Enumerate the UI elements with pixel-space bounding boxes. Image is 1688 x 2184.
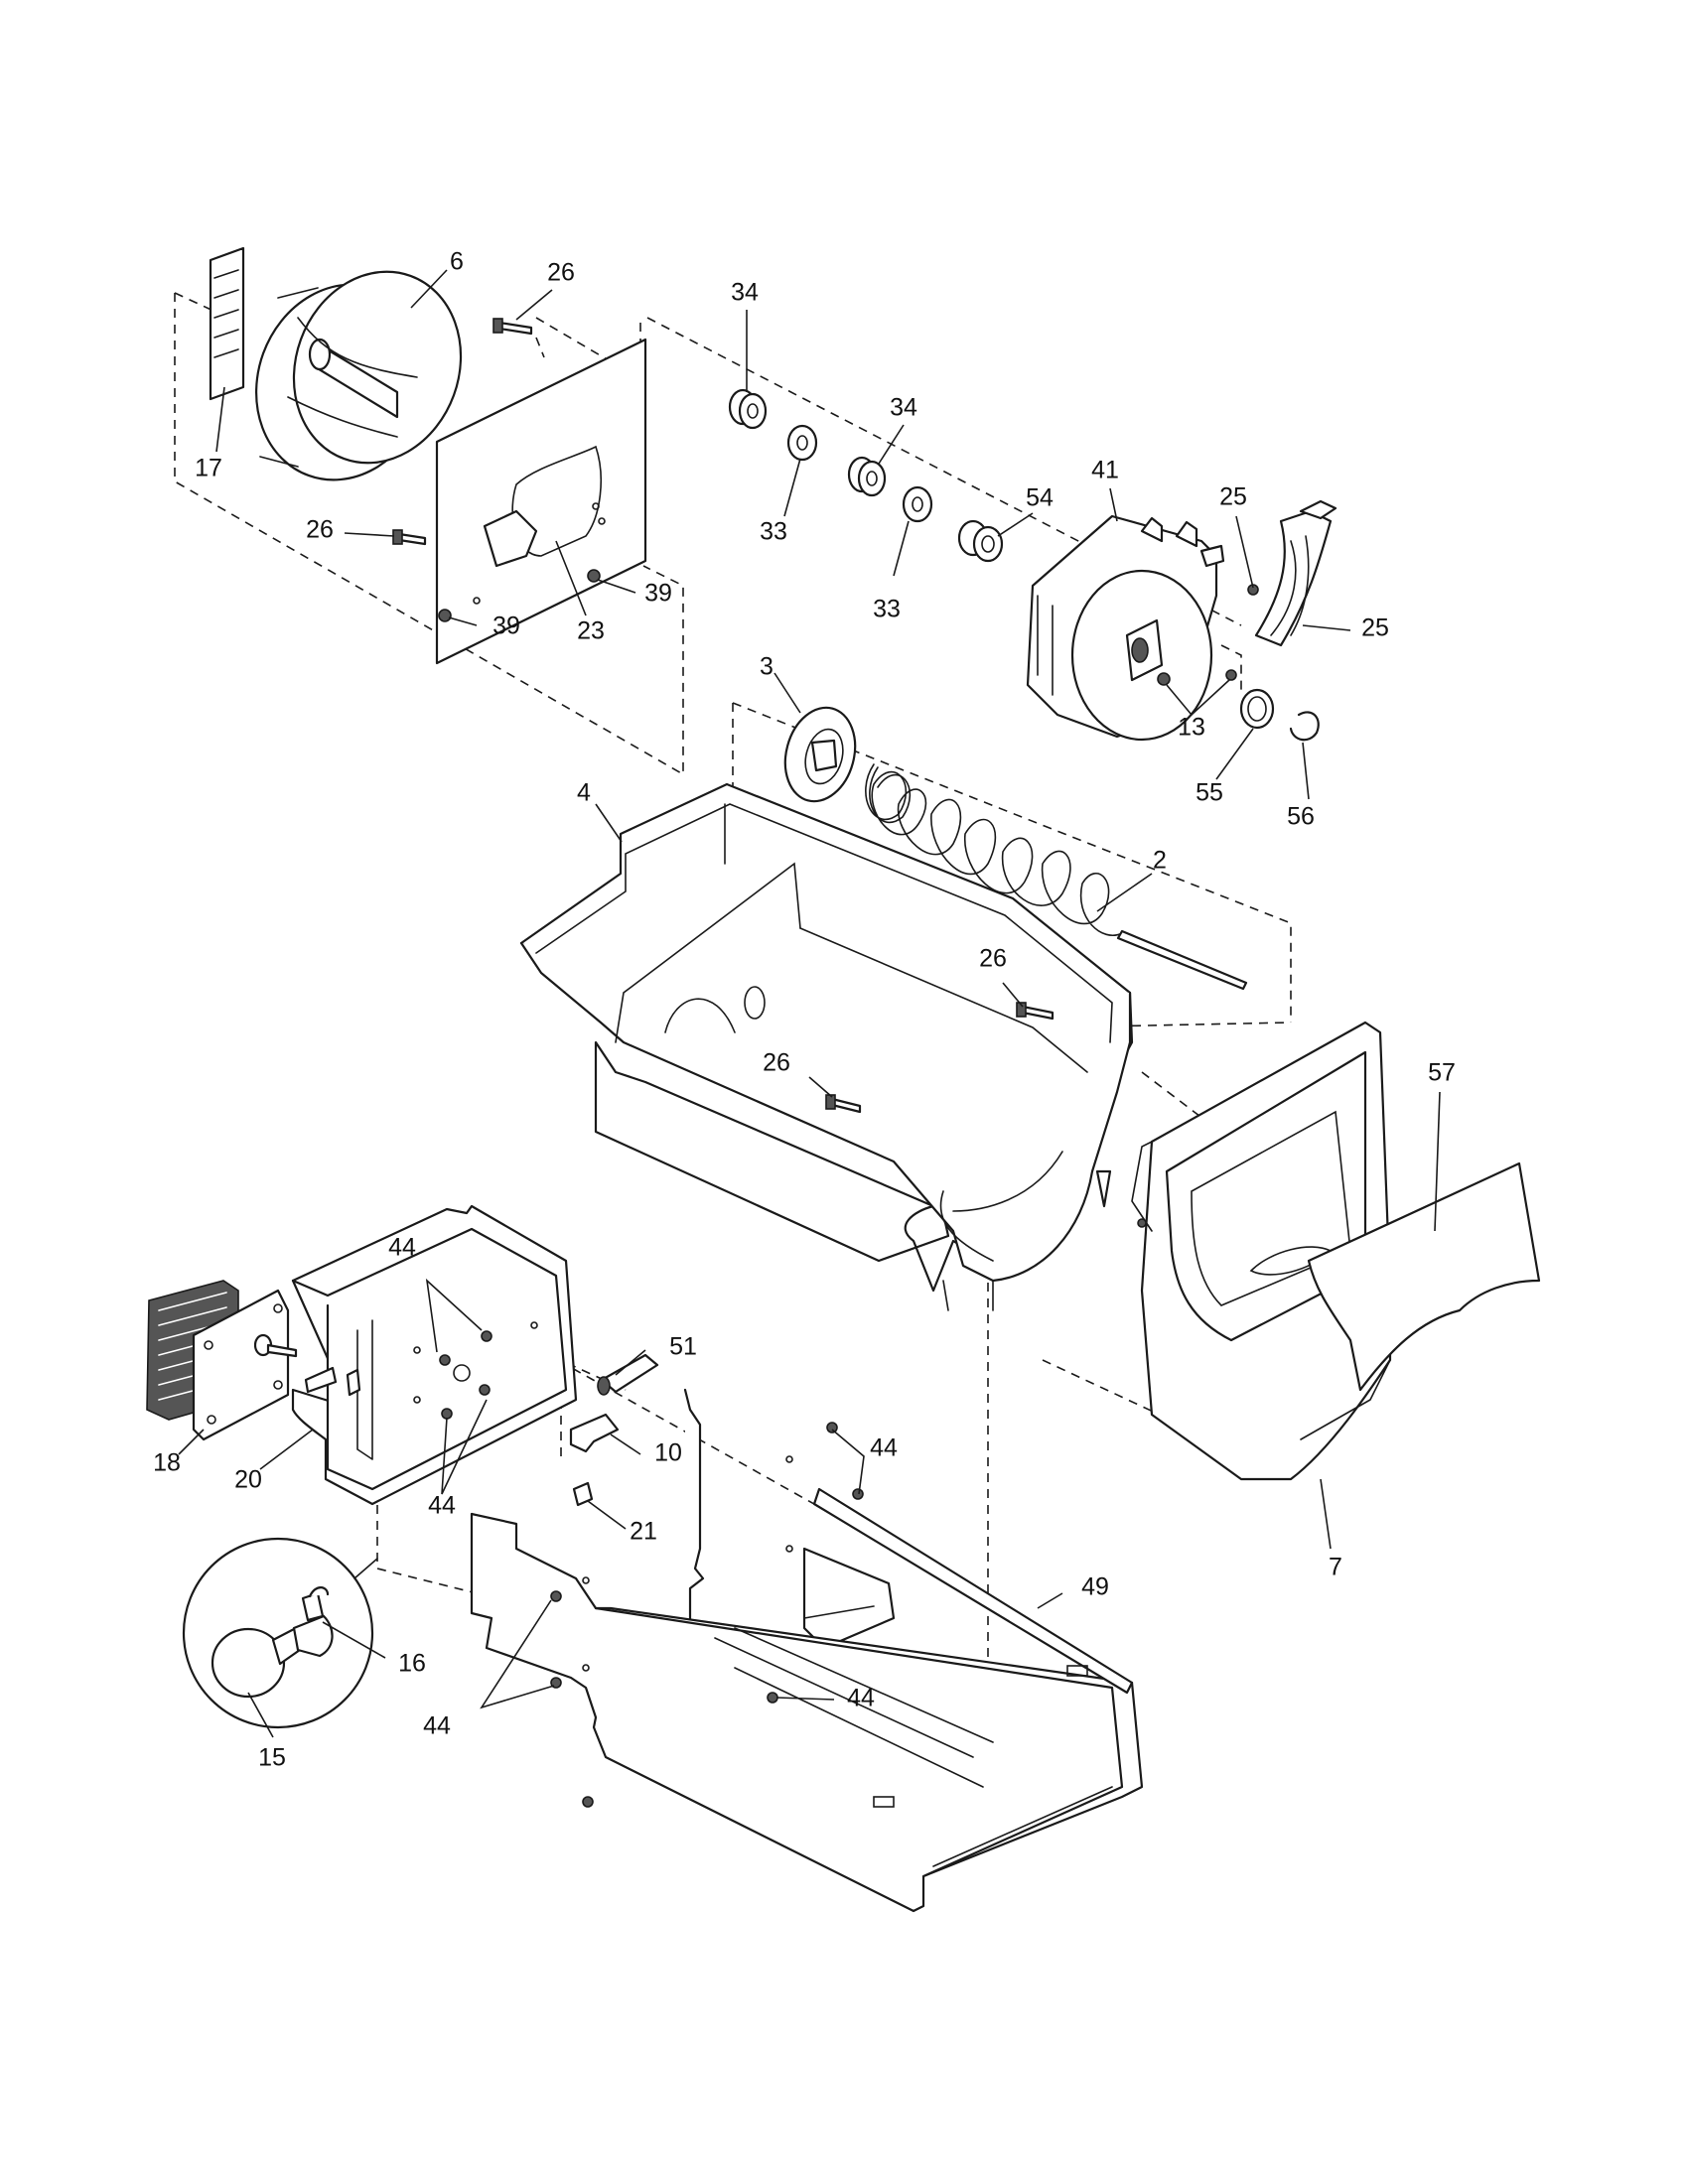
callout-34: 34 — [731, 279, 759, 307]
mounting-bracket — [683, 1388, 896, 1695]
part-13-crusher-blade — [1225, 499, 1337, 681]
callout-2: 2 — [1153, 847, 1167, 875]
bulb-detail-inset — [182, 1537, 378, 1729]
callout-6: 6 — [450, 248, 464, 276]
callout-26: 26 — [763, 1049, 790, 1077]
callout-34: 34 — [890, 394, 917, 422]
callout-44: 44 — [428, 1492, 456, 1520]
callout-44: 44 — [870, 1434, 898, 1462]
callout-33: 33 — [760, 518, 787, 546]
part-23-mounting-plate — [435, 338, 647, 665]
callout-21: 21 — [630, 1518, 657, 1546]
part-4-ice-bucket — [519, 782, 1134, 1311]
parts-51-10-21 — [569, 1353, 659, 1507]
callout-10: 10 — [654, 1439, 682, 1467]
part-2-auger-spiral — [865, 763, 1248, 991]
callout-18: 18 — [153, 1449, 181, 1477]
callout-4: 4 — [577, 779, 591, 807]
callout-17: 17 — [195, 455, 222, 482]
callout-44: 44 — [388, 1234, 416, 1262]
callout-20: 20 — [234, 1466, 262, 1494]
part-6-auger-wheel — [255, 270, 463, 481]
callout-55: 55 — [1196, 779, 1223, 807]
callout-3: 3 — [760, 653, 774, 681]
part-49-tray-base — [470, 1487, 1144, 1913]
callout-39: 39 — [644, 580, 672, 608]
callout-51: 51 — [669, 1333, 697, 1361]
callout-33: 33 — [873, 596, 901, 623]
part-3-auger-collar — [783, 706, 857, 803]
callout-56: 56 — [1287, 803, 1315, 831]
part-18-motor — [146, 1280, 298, 1441]
callout-7: 7 — [1329, 1554, 1342, 1581]
callout-54: 54 — [1026, 484, 1054, 512]
callout-26: 26 — [547, 259, 575, 287]
part-20-control-box — [291, 1204, 578, 1506]
callout-26: 26 — [306, 516, 334, 544]
callout-44: 44 — [423, 1712, 451, 1740]
callout-39: 39 — [492, 613, 520, 640]
callout-44: 44 — [847, 1685, 875, 1712]
callout-25: 13 — [1178, 714, 1205, 742]
part-41-auger-housing — [1026, 514, 1225, 742]
callout-49: 49 — [1081, 1573, 1109, 1601]
part-57-dispenser-flap — [1307, 1161, 1541, 1392]
screws-bucket — [825, 1002, 1055, 1114]
parts-55-56-washer-clip — [1239, 688, 1320, 742]
callout-15: 15 — [258, 1744, 286, 1772]
callout-labels: 17 6 26 26 39 39 23 34 34 33 33 54 41 25… — [153, 248, 1456, 1772]
screws-upper-left — [392, 318, 601, 622]
callout-25: 25 — [1219, 483, 1247, 511]
callout-26: 26 — [979, 945, 1007, 973]
callout-16: 16 — [398, 1650, 426, 1678]
callout-23: 23 — [577, 617, 605, 645]
bushings-and-washers — [728, 388, 1004, 563]
callout-57: 57 — [1428, 1059, 1456, 1087]
callout-41: 41 — [1091, 457, 1119, 484]
part-17-label-strip — [209, 246, 245, 401]
callout-leader-lines — [178, 269, 1441, 1738]
callout-13: 25 — [1361, 614, 1389, 642]
